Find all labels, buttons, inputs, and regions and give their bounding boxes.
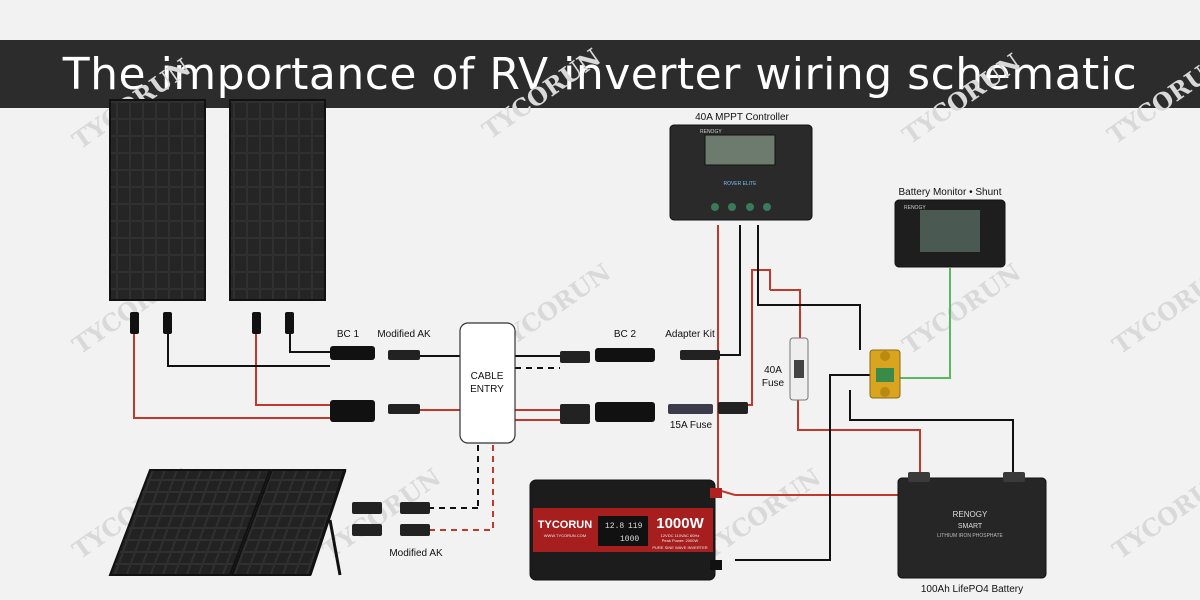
modified-ak-bottom-label: Modified AK [389, 548, 443, 559]
fuse-40a-label-line1: 40A [764, 365, 782, 376]
mppt-controller-label: 40A MPPT Controller [695, 112, 789, 123]
cable-entry-box [459, 322, 516, 444]
watermark: TYCORUN [897, 257, 1026, 360]
watermark: TYCORUN [1107, 257, 1200, 360]
branch-connector-bc1 [330, 346, 420, 422]
battery-brand: RENOGY [953, 510, 988, 519]
fuse-40a [789, 337, 809, 401]
inverter-display-bottom: 1000 [620, 535, 639, 544]
modified-ak-top-label: Modified AK [377, 329, 431, 340]
branch-connector-bc2 [560, 348, 748, 424]
cable-entry-label-line1: CABLE [471, 371, 504, 382]
inverter-power: 1000W [656, 515, 704, 532]
panel-connectors [130, 312, 294, 334]
inverter-brand: TYCORUN [538, 519, 592, 531]
dashed-red-wires [430, 419, 560, 531]
controller-model: ROVER ELITE [723, 181, 757, 187]
inverter-spec-line1: 12VDC 110VAC 60Hz [661, 533, 700, 538]
lifepo4-battery: RENOGY SMART LITHIUM IRON PHOSPHATE [897, 472, 1047, 579]
battery-monitor: RENOGY [894, 199, 1006, 268]
battery-line1: SMART [958, 523, 983, 530]
fuse-15a-label: 15A Fuse [670, 420, 713, 431]
watermark: TYCORUN [1107, 462, 1200, 565]
adapter-kit-label: Adapter Kit [665, 329, 715, 340]
dashed-wires [430, 367, 560, 509]
battery-line2: LITHIUM IRON PHOSPHATE [937, 533, 1003, 539]
solar-panel-1 [109, 99, 206, 301]
black-wires [167, 225, 1014, 561]
folding-solar-panel [108, 469, 347, 576]
watermark: TYCORUN [477, 42, 606, 145]
page-title: The importance of RV inverter wiring sch… [0, 40, 1200, 108]
fuse-40a-label-line2: Fuse [762, 378, 785, 389]
battery-label: 100Ah LifePO4 Battery [921, 584, 1023, 595]
solar-panel-2 [229, 99, 326, 301]
inverter: TYCORUN WWW.TYCORUN.COM 12.8 119 1000 10… [529, 479, 722, 581]
controller-brand: RENOGY [700, 129, 722, 135]
inverter-display-right: 119 [628, 522, 643, 531]
battery-monitor-label: Battery Monitor • Shunt [899, 187, 1002, 198]
inverter-model-line: PURE SINE WAVE INVERTER [652, 545, 707, 550]
shunt-busbar [869, 349, 901, 399]
cable-entry-label-line2: ENTRY [470, 384, 504, 395]
bc1-label: BC 1 [337, 329, 360, 340]
inverter-website: WWW.TYCORUN.COM [544, 533, 586, 538]
bottom-ak-connectors [352, 502, 430, 536]
watermark: TYCORUN [897, 47, 1026, 150]
green-wire [900, 268, 951, 379]
mppt-controller: RENOGY ROVER ELITE [669, 124, 813, 221]
bc2-label: BC 2 [614, 329, 637, 340]
watermark: TYCORUN [1102, 47, 1200, 150]
controller-screen [704, 134, 776, 166]
monitor-brand: RENOGY [904, 205, 926, 211]
inverter-display-left: 12.8 [605, 522, 624, 531]
inverter-spec-line2: Peak Power: 2000W [662, 538, 699, 543]
watermark: TYCORUN [697, 462, 826, 565]
